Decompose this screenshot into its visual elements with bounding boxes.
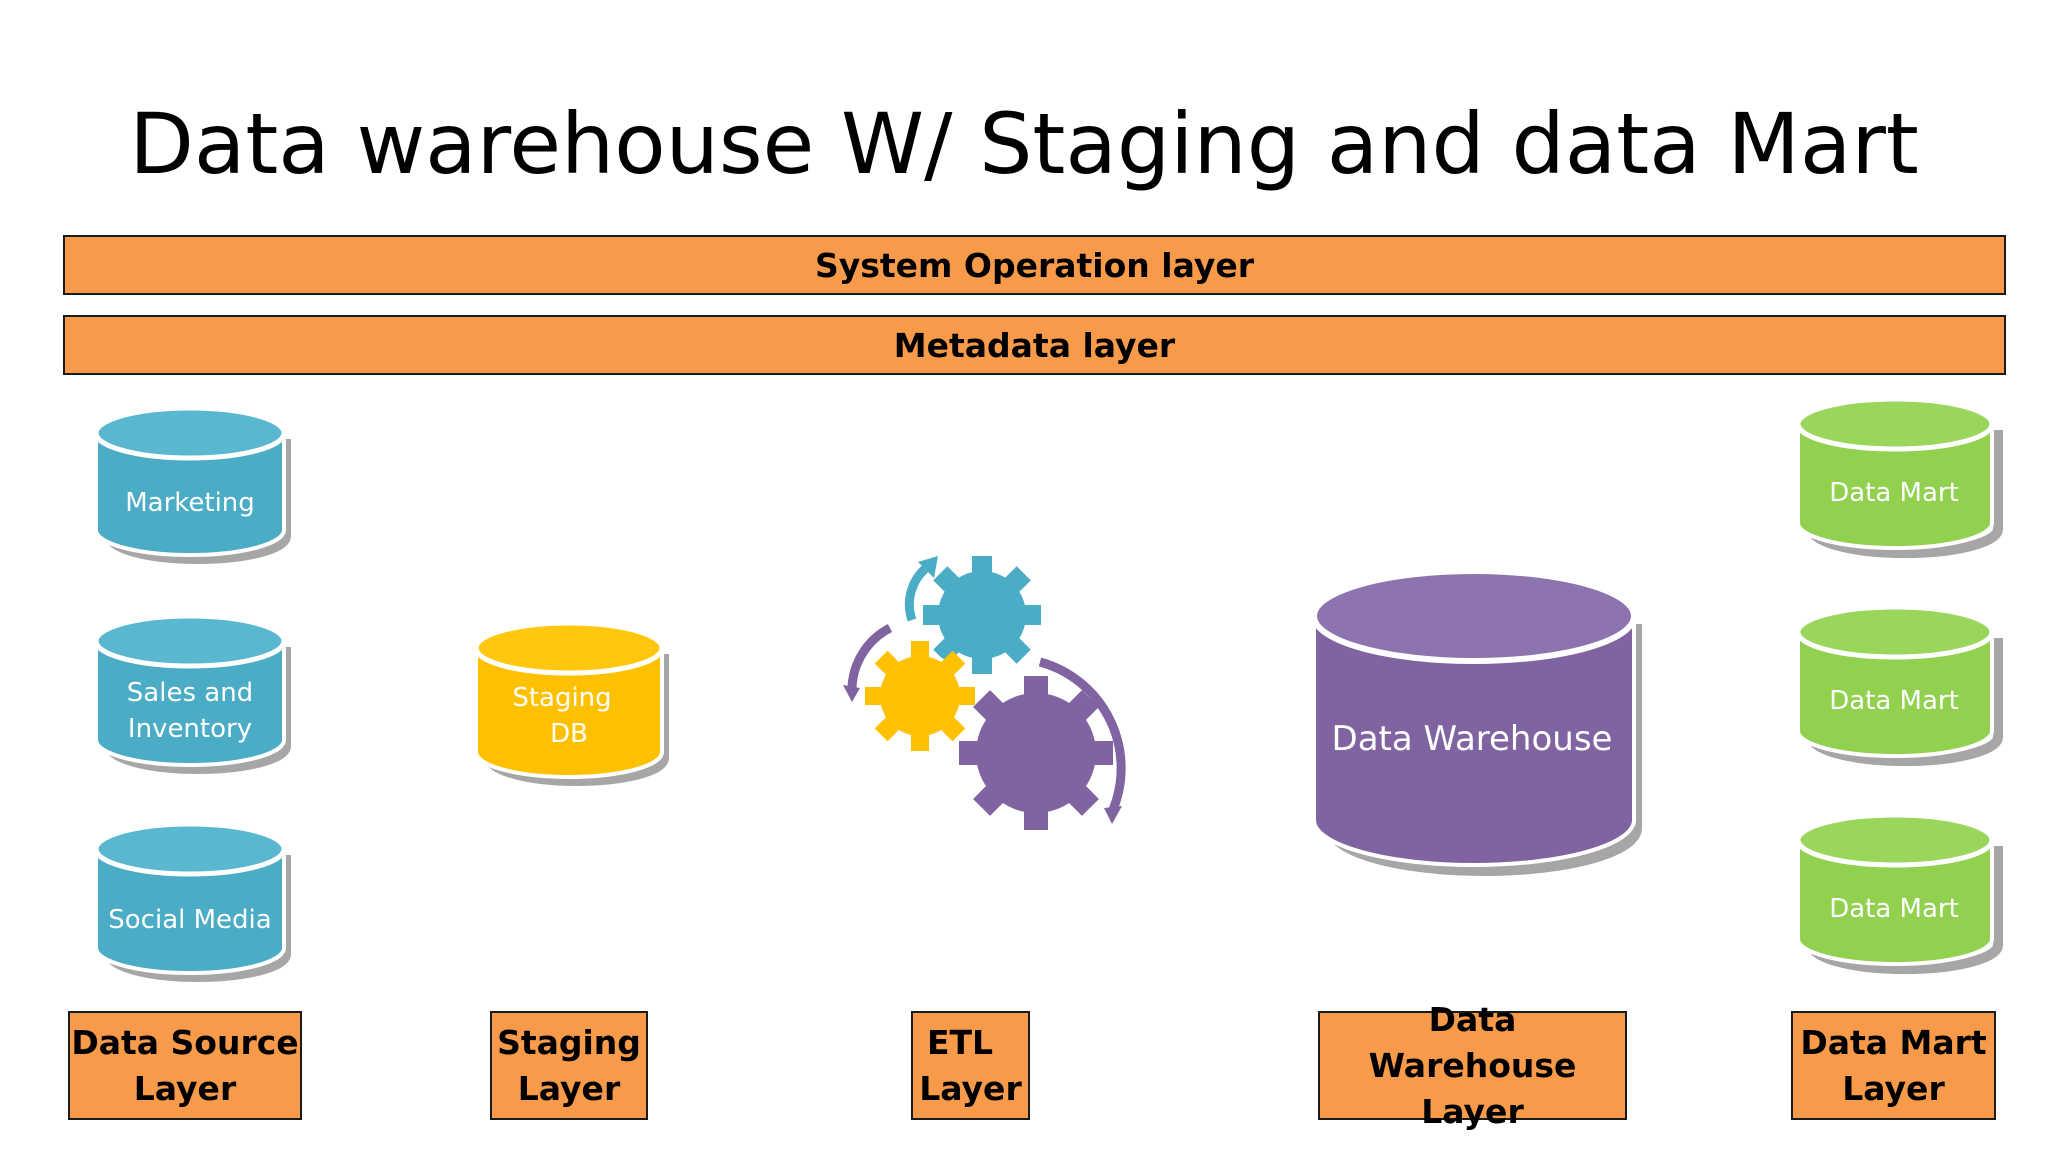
data-source-sales-cylinder: Sales and Inventory	[93, 613, 291, 774]
layer-label-line1: ETL	[927, 1022, 994, 1062]
data-warehouse-cylinder: Data Warehouse	[1311, 568, 1642, 876]
etl-gears-icon	[843, 556, 1126, 830]
layer-label-line2: Layer	[517, 1068, 621, 1108]
data-source-social-media-cylinder: Social Media	[93, 821, 291, 982]
data-mart-label: Data Mart	[1829, 894, 1959, 924]
layer-label-line1: Data Source	[71, 1022, 299, 1062]
gear-icon	[923, 556, 1041, 674]
data-mart-cylinder: Data Mart	[1795, 604, 2003, 767]
gear-icon	[865, 641, 975, 751]
metadata-layer-label: Metadata layer	[893, 325, 1176, 365]
layer-label-line2: Layer	[1842, 1068, 1945, 1108]
metadata-layer-band: Metadata layer	[63, 315, 2006, 375]
layer-label-line1: Data Warehouse	[1368, 999, 1577, 1085]
data-mart-label: Data Mart	[1829, 686, 1959, 716]
data-mart-label: Data Mart	[1829, 478, 1959, 508]
page-title: Data warehouse W/ Staging and data Mart	[129, 95, 1919, 193]
layer-label-line2: Layer	[919, 1068, 1022, 1108]
gear-icon	[959, 676, 1113, 830]
data-source-label: Social Media	[108, 905, 271, 935]
layer-label-line1: Staging	[497, 1022, 641, 1062]
layer-label-line1: Data Mart	[1800, 1022, 1987, 1062]
data-source-label: Inventory	[128, 714, 252, 744]
data-source-label: Sales and	[127, 678, 253, 708]
data-source-layer-box: Data Source Layer	[68, 1011, 302, 1120]
system-operation-layer-label: System Operation layer	[814, 245, 1255, 285]
etl-layer-box: ETL Layer	[911, 1011, 1030, 1120]
data-source-label: Marketing	[125, 488, 255, 518]
data-source-marketing-cylinder: Marketing	[93, 405, 291, 564]
staging-db-cylinder: Staging DB	[473, 620, 669, 786]
staging-db-label: Staging	[512, 683, 611, 713]
staging-layer-box: Staging Layer	[490, 1011, 648, 1120]
staging-db-label: DB	[550, 719, 588, 749]
data-mart-cylinder: Data Mart	[1795, 812, 2003, 975]
data-warehouse-label: Data Warehouse	[1332, 719, 1613, 759]
layer-label-line2: Layer	[1421, 1091, 1524, 1131]
system-operation-layer-band: System Operation layer	[63, 235, 2006, 295]
layer-label-line2: Layer	[133, 1068, 237, 1108]
data-mart-layer-box: Data Mart Layer	[1791, 1011, 1996, 1120]
data-mart-cylinder: Data Mart	[1795, 396, 2003, 559]
data-warehouse-layer-box: Data Warehouse Layer	[1318, 1000, 1627, 1131]
